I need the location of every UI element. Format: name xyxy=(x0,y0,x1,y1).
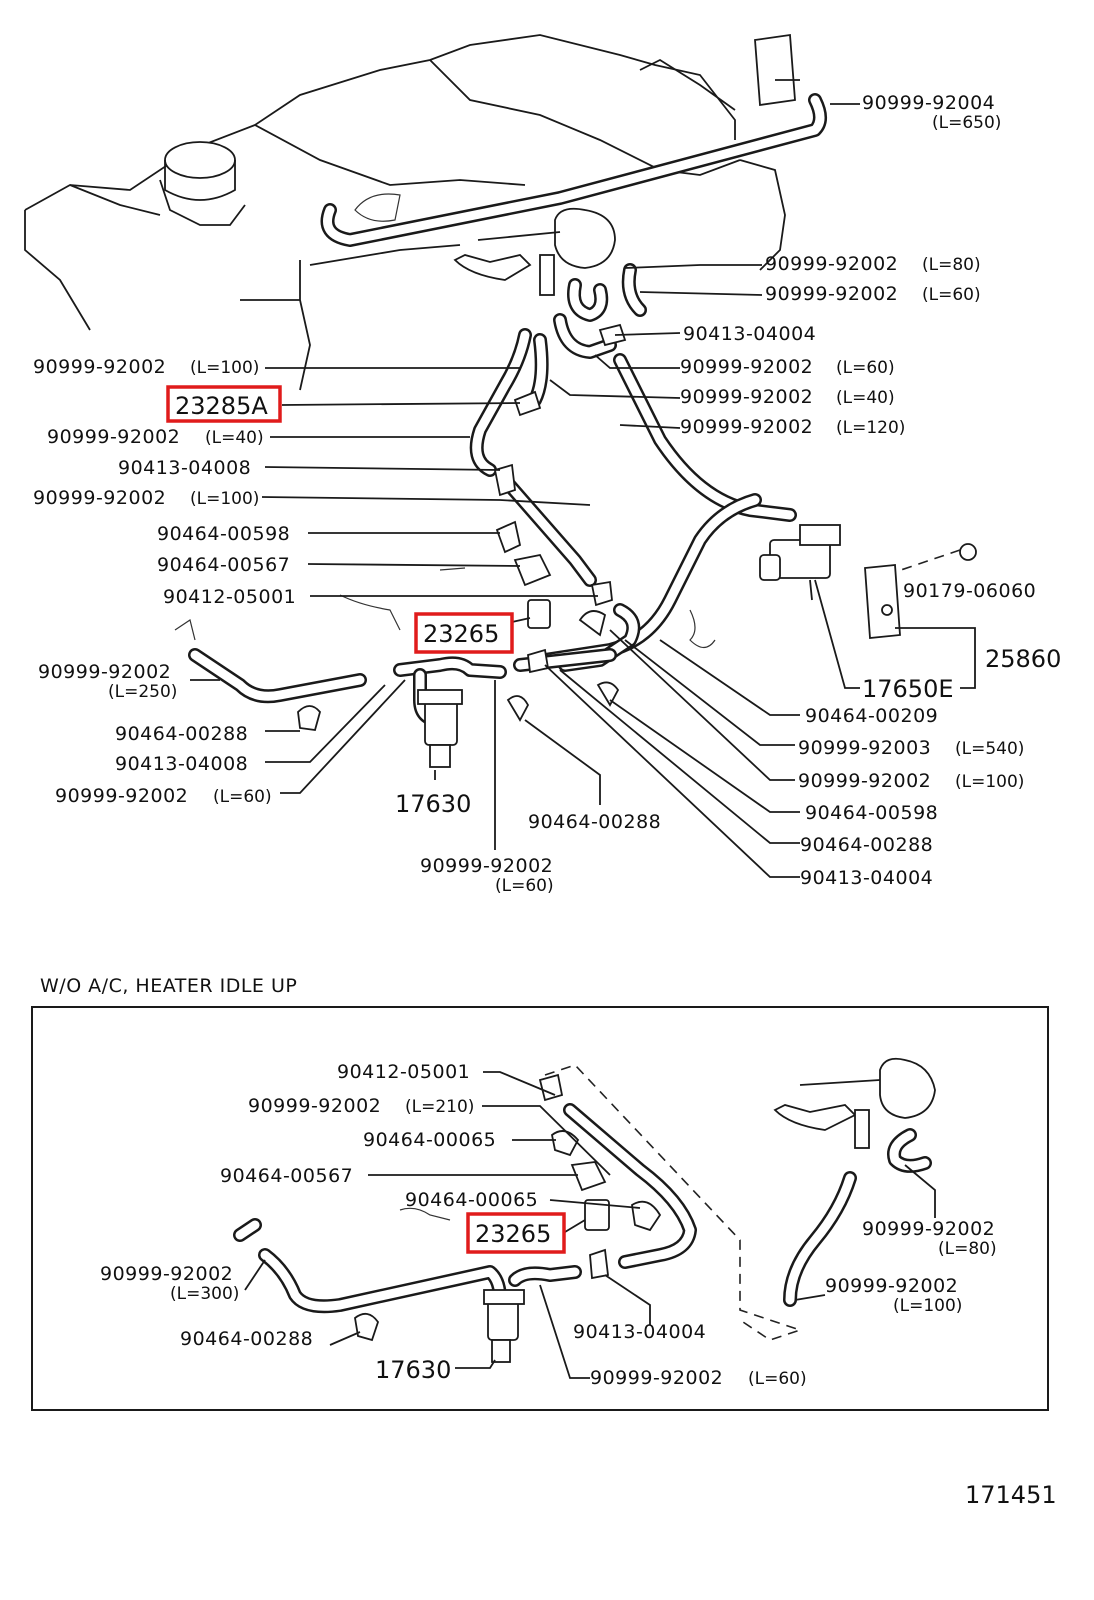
label-len: (L=80) xyxy=(938,1239,997,1259)
label-17630: 17630 xyxy=(395,790,471,818)
label-90179-06060: 90179-06060 xyxy=(903,580,1036,602)
inset-frame xyxy=(31,1006,1049,1411)
label-len: (L=60) xyxy=(922,285,981,305)
label-len: (L=60) xyxy=(836,358,895,378)
label-len: (L=40) xyxy=(205,428,264,448)
hoses-main xyxy=(188,93,827,727)
inset-label-90412-05001: 90412-05001 xyxy=(337,1061,470,1083)
inset-label-90999-92002-l60: 90999-92002 xyxy=(590,1367,723,1389)
label-90999-92002-l100c: 90999-92002 xyxy=(798,770,931,792)
highlight-box xyxy=(466,1212,566,1254)
label-90999-92002-l100b: 90999-92002 xyxy=(33,487,166,509)
label-90413-04008: 90413-04008 xyxy=(118,457,251,479)
label-90464-00598b: 90464-00598 xyxy=(805,802,938,824)
label-23265: 23265 xyxy=(423,620,499,648)
figure-number: 171451 xyxy=(965,1481,1057,1509)
label-90464-00598: 90464-00598 xyxy=(157,523,290,545)
label-90413-04004b: 90413-04004 xyxy=(800,867,933,889)
label-len: (L=60) xyxy=(495,876,554,896)
label-len: (L=300) xyxy=(170,1284,239,1304)
label-len: (L=60) xyxy=(748,1369,807,1389)
label-90413-04008b: 90413-04008 xyxy=(115,753,248,775)
label-len: (L=120) xyxy=(836,418,905,438)
label-len: (L=40) xyxy=(836,388,895,408)
label-90412-05001: 90412-05001 xyxy=(163,586,296,608)
labels-main: 90999-92004 (L=650) 90999-92002 (L=80) 9… xyxy=(33,92,1061,896)
label-90464-00567: 90464-00567 xyxy=(157,554,290,576)
label-len: (L=80) xyxy=(922,255,981,275)
label-90999-92002-l60: 90999-92002 xyxy=(765,283,898,305)
inset-label-90464-00065: 90464-00065 xyxy=(363,1129,496,1151)
label-25860: 25860 xyxy=(985,645,1061,673)
label-90999-92002-l60c: 90999-92002 xyxy=(55,785,188,807)
inset-label-23265: 23265 xyxy=(475,1220,551,1248)
label-90999-92003-l540: 90999-92003 xyxy=(798,737,931,759)
label-90999-92002-l250: 90999-92002 xyxy=(38,661,171,683)
label-90999-92002-l40b: 90999-92002 xyxy=(47,426,180,448)
highlight-box xyxy=(166,385,282,423)
inset-title: W/O A/C, HEATER IDLE UP xyxy=(40,975,297,997)
label-90464-00288b: 90464-00288 xyxy=(528,811,661,833)
label-23285A: 23285A xyxy=(175,392,268,420)
label-90999-92004: 90999-92004 xyxy=(862,92,995,114)
engine-outline xyxy=(24,33,800,391)
label-90999-92002-l120: 90999-92002 xyxy=(680,416,813,438)
label-len: (L=60) xyxy=(213,787,272,807)
inset-label-90413-04004: 90413-04004 xyxy=(573,1321,706,1343)
inset-label-90999-92002-l210: 90999-92002 xyxy=(248,1095,381,1117)
inset-label-90464-00288: 90464-00288 xyxy=(180,1328,313,1350)
highlight-box xyxy=(414,612,514,654)
inset-label-90999-92002-l80: 90999-92002 xyxy=(862,1218,995,1240)
label-len: (L=540) xyxy=(955,739,1024,759)
inset-label-90464-00567: 90464-00567 xyxy=(220,1165,353,1187)
label-90999-92004-len: (L=650) xyxy=(932,113,1001,133)
label-len: (L=210) xyxy=(405,1097,474,1117)
components-main xyxy=(174,207,977,768)
label-90999-92002-l40: 90999-92002 xyxy=(680,386,813,408)
label-90464-00209: 90464-00209 xyxy=(805,705,938,727)
label-90464-00288: 90464-00288 xyxy=(115,723,248,745)
label-90999-92002-l80: 90999-92002 xyxy=(765,253,898,275)
inset-label-17630: 17630 xyxy=(375,1356,451,1384)
inset-label-90999-92002-l300: 90999-92002 xyxy=(100,1263,233,1285)
label-len: (L=100) xyxy=(955,772,1024,792)
label-len: (L=100) xyxy=(190,358,259,378)
inset-drawing xyxy=(233,1057,936,1363)
inset-label-90464-00065b: 90464-00065 xyxy=(405,1189,538,1211)
label-90999-92002-l60d: 90999-92002 xyxy=(420,855,553,877)
label-90464-00288c: 90464-00288 xyxy=(800,834,933,856)
leader-lines-inset xyxy=(244,1071,936,1379)
label-len: (L=100) xyxy=(190,489,259,509)
label-90413-04004: 90413-04004 xyxy=(683,323,816,345)
leader-lines-main xyxy=(190,103,976,878)
label-len: (L=100) xyxy=(893,1296,962,1316)
label-90999-92002-l60b: 90999-92002 xyxy=(680,356,813,378)
label-len: (L=250) xyxy=(108,682,177,702)
labels-inset: 90412-05001 90999-92002 (L=210) 90464-00… xyxy=(100,1061,997,1389)
label-17650E: 17650E xyxy=(862,675,954,703)
inset-label-90999-92002-l100: 90999-92002 xyxy=(825,1275,958,1297)
label-90999-92002-l100: 90999-92002 xyxy=(33,356,166,378)
